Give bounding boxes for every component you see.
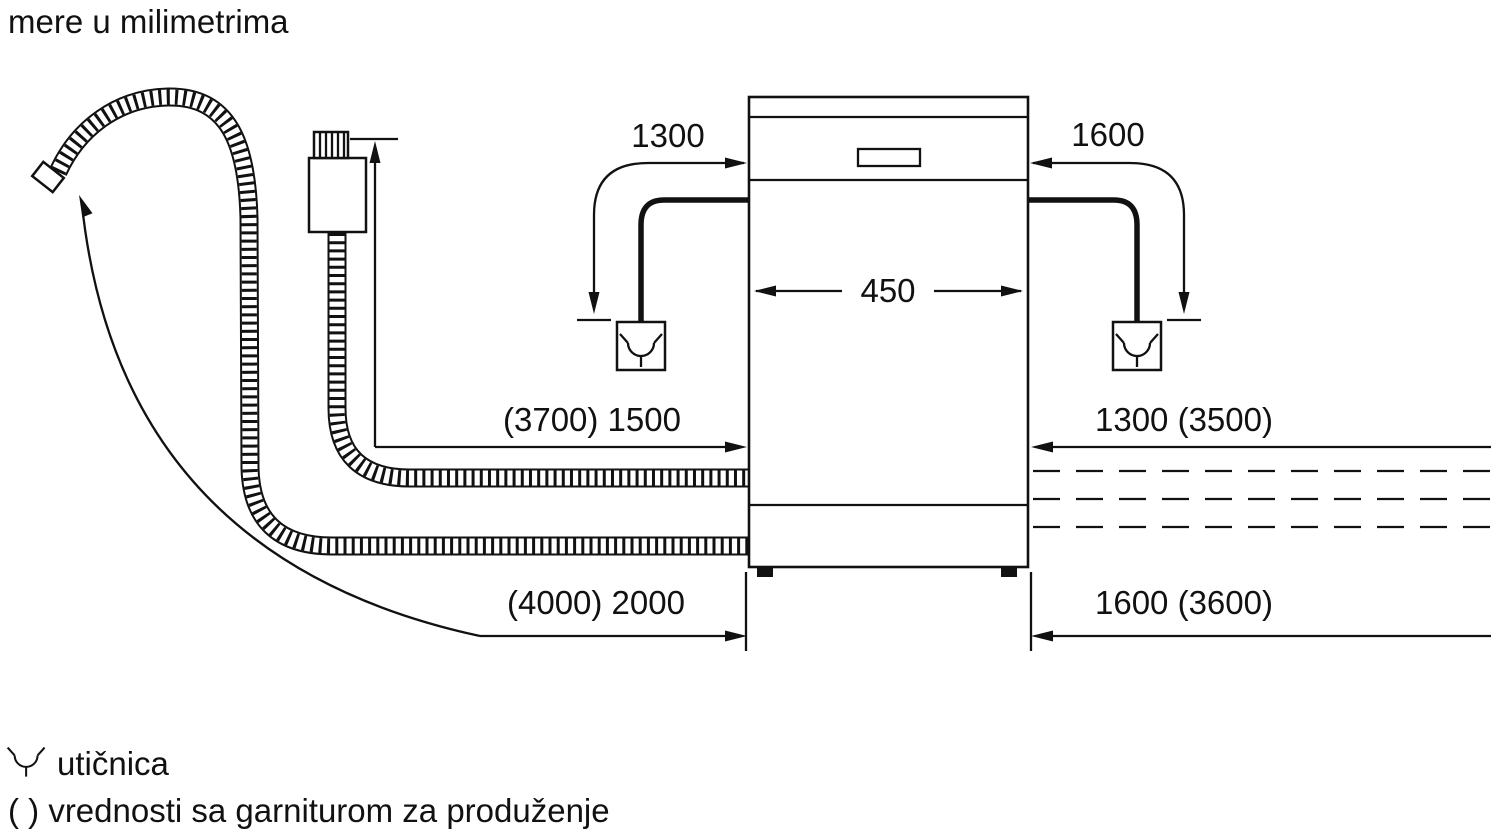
arrowhead-right xyxy=(1001,285,1023,297)
dim-mid-left: (3700) 1500 xyxy=(350,137,747,453)
dim-top-right: 1600 xyxy=(1030,116,1201,322)
dishwasher xyxy=(747,95,1030,577)
dishwasher-outline xyxy=(747,95,1030,569)
dishwasher-foot-right xyxy=(1001,567,1017,577)
dim-bottom-left: (4000) 2000 xyxy=(79,195,748,651)
power-cord-right xyxy=(1028,197,1140,321)
legend-socket-label: utičnica xyxy=(57,745,170,782)
dim-label-1300-top: 1300 xyxy=(631,117,704,154)
dim-label-1300-mid: 1300 (3500) xyxy=(1095,401,1273,438)
aquastop-valve xyxy=(307,156,368,234)
dim-appliance-width: 450 xyxy=(754,272,1023,309)
arrowhead-left xyxy=(754,285,776,297)
socket-outlet-left xyxy=(615,320,667,372)
arrowhead-down xyxy=(1178,292,1190,314)
dim-top-left: 1300 xyxy=(577,117,747,322)
legend-parentheses-note: ( ) vrednosti sa garniturom za produženj… xyxy=(8,792,610,829)
page-title: mere u milimetrima xyxy=(8,3,289,40)
arrowhead-left xyxy=(1031,441,1053,453)
arrowhead-left xyxy=(1031,630,1053,642)
arrowhead-down xyxy=(588,292,600,314)
arrowhead-left xyxy=(1030,157,1052,169)
arrowhead-up xyxy=(369,141,381,163)
dishwasher-foot-left xyxy=(757,567,773,577)
legend: utičnica ( ) vrednosti sa garniturom za … xyxy=(6,745,610,829)
legend-socket-icon xyxy=(6,746,46,778)
dishwasher-handle xyxy=(856,147,922,168)
arrowhead-right xyxy=(725,630,747,642)
dim-label-2000: (4000) 2000 xyxy=(507,584,685,621)
dim-mid-right: 1300 (3500) xyxy=(1031,401,1491,453)
arrowhead-right xyxy=(725,157,747,169)
dim-label-1600-top: 1600 xyxy=(1071,116,1144,153)
hose-length-leader xyxy=(80,204,481,638)
arrowhead-right xyxy=(725,441,747,453)
drain-hose-end-fitting xyxy=(30,160,66,194)
dim-label-1500: (3700) 1500 xyxy=(503,401,681,438)
faucet-connector xyxy=(312,130,350,160)
dim-label-1600-bottom: 1600 (3600) xyxy=(1095,584,1273,621)
inlet-hose xyxy=(307,130,752,488)
dim-bottom-right: 1600 (3600) xyxy=(1029,572,1491,651)
dim-label-450: 450 xyxy=(860,272,915,309)
power-cord-left xyxy=(638,197,749,321)
socket-outlet-right xyxy=(1111,320,1163,372)
drain-hose xyxy=(30,87,752,556)
hose-extension-dashed-lines xyxy=(1033,469,1491,529)
arrowhead-up-left xyxy=(79,195,93,218)
